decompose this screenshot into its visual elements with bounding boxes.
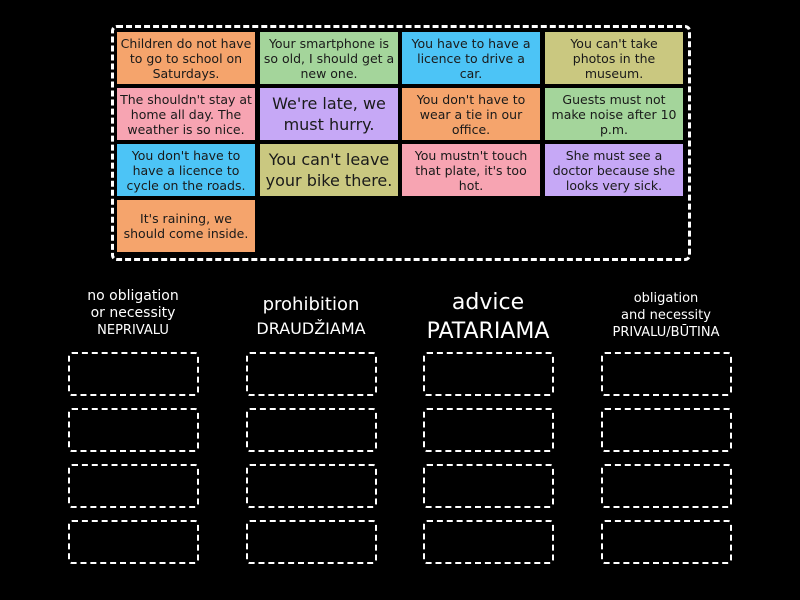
header-line: obligation [633,291,699,306]
answer-card[interactable]: Guests must not make noise after 10 p.m. [545,88,683,140]
header-line: PATARIAMA [426,319,550,344]
category-header-no-obligation: no obligation or necessity NEPRIVALU [48,288,218,339]
answer-card[interactable]: We're late, we must hurry. [260,88,398,140]
answer-card[interactable]: You have to have a licence to drive a ca… [402,32,540,84]
drop-zone[interactable] [68,520,199,564]
header-line: NEPRIVALU [97,323,169,338]
drop-zone[interactable] [423,352,554,396]
header-line: prohibition [262,294,360,315]
answer-card[interactable]: You can't take photos in the museum. [545,32,683,84]
drop-zone[interactable] [246,520,377,564]
header-line: no obligation [87,288,179,304]
category-header-obligation: obligation and necessity PRIVALU/BŪTINA [581,290,751,341]
answer-card[interactable]: You can't leave your bike there. [260,144,398,196]
header-line: and necessity [621,308,711,323]
answer-card[interactable]: You don't have to wear a tie in our offi… [402,88,540,140]
header-line: advice [451,290,525,315]
answer-card[interactable]: Children do not have to go to school on … [117,32,255,84]
header-line: or necessity [90,305,176,321]
drop-zone[interactable] [246,464,377,508]
answer-card[interactable]: She must see a doctor because she looks … [545,144,683,196]
drop-zone[interactable] [423,520,554,564]
drop-zone[interactable] [68,408,199,452]
drop-zone[interactable] [246,352,377,396]
drop-zone[interactable] [68,352,199,396]
drop-zone[interactable] [423,464,554,508]
answer-card[interactable]: It's raining, we should come inside. [117,200,255,252]
category-header-prohibition: prohibition DRAUDŽIAMA [226,293,396,341]
header-line: DRAUDŽIAMA [256,319,366,338]
card-pool [111,25,691,261]
answer-card[interactable]: You don't have to have a licence to cycl… [117,144,255,196]
header-line: PRIVALU/BŪTINA [612,325,720,340]
drop-zone[interactable] [601,520,732,564]
drop-zone[interactable] [601,408,732,452]
drop-zone[interactable] [601,464,732,508]
category-header-advice: advice PATARIAMA [403,288,573,346]
answer-card[interactable]: The shouldn't stay at home all day. The … [117,88,255,140]
drop-zone[interactable] [246,408,377,452]
drop-zone[interactable] [68,464,199,508]
answer-card[interactable]: You mustn't touch that plate, it's too h… [402,144,540,196]
answer-card[interactable]: Your smartphone is so old, I should get … [260,32,398,84]
drop-zone[interactable] [423,408,554,452]
drop-zone[interactable] [601,352,732,396]
